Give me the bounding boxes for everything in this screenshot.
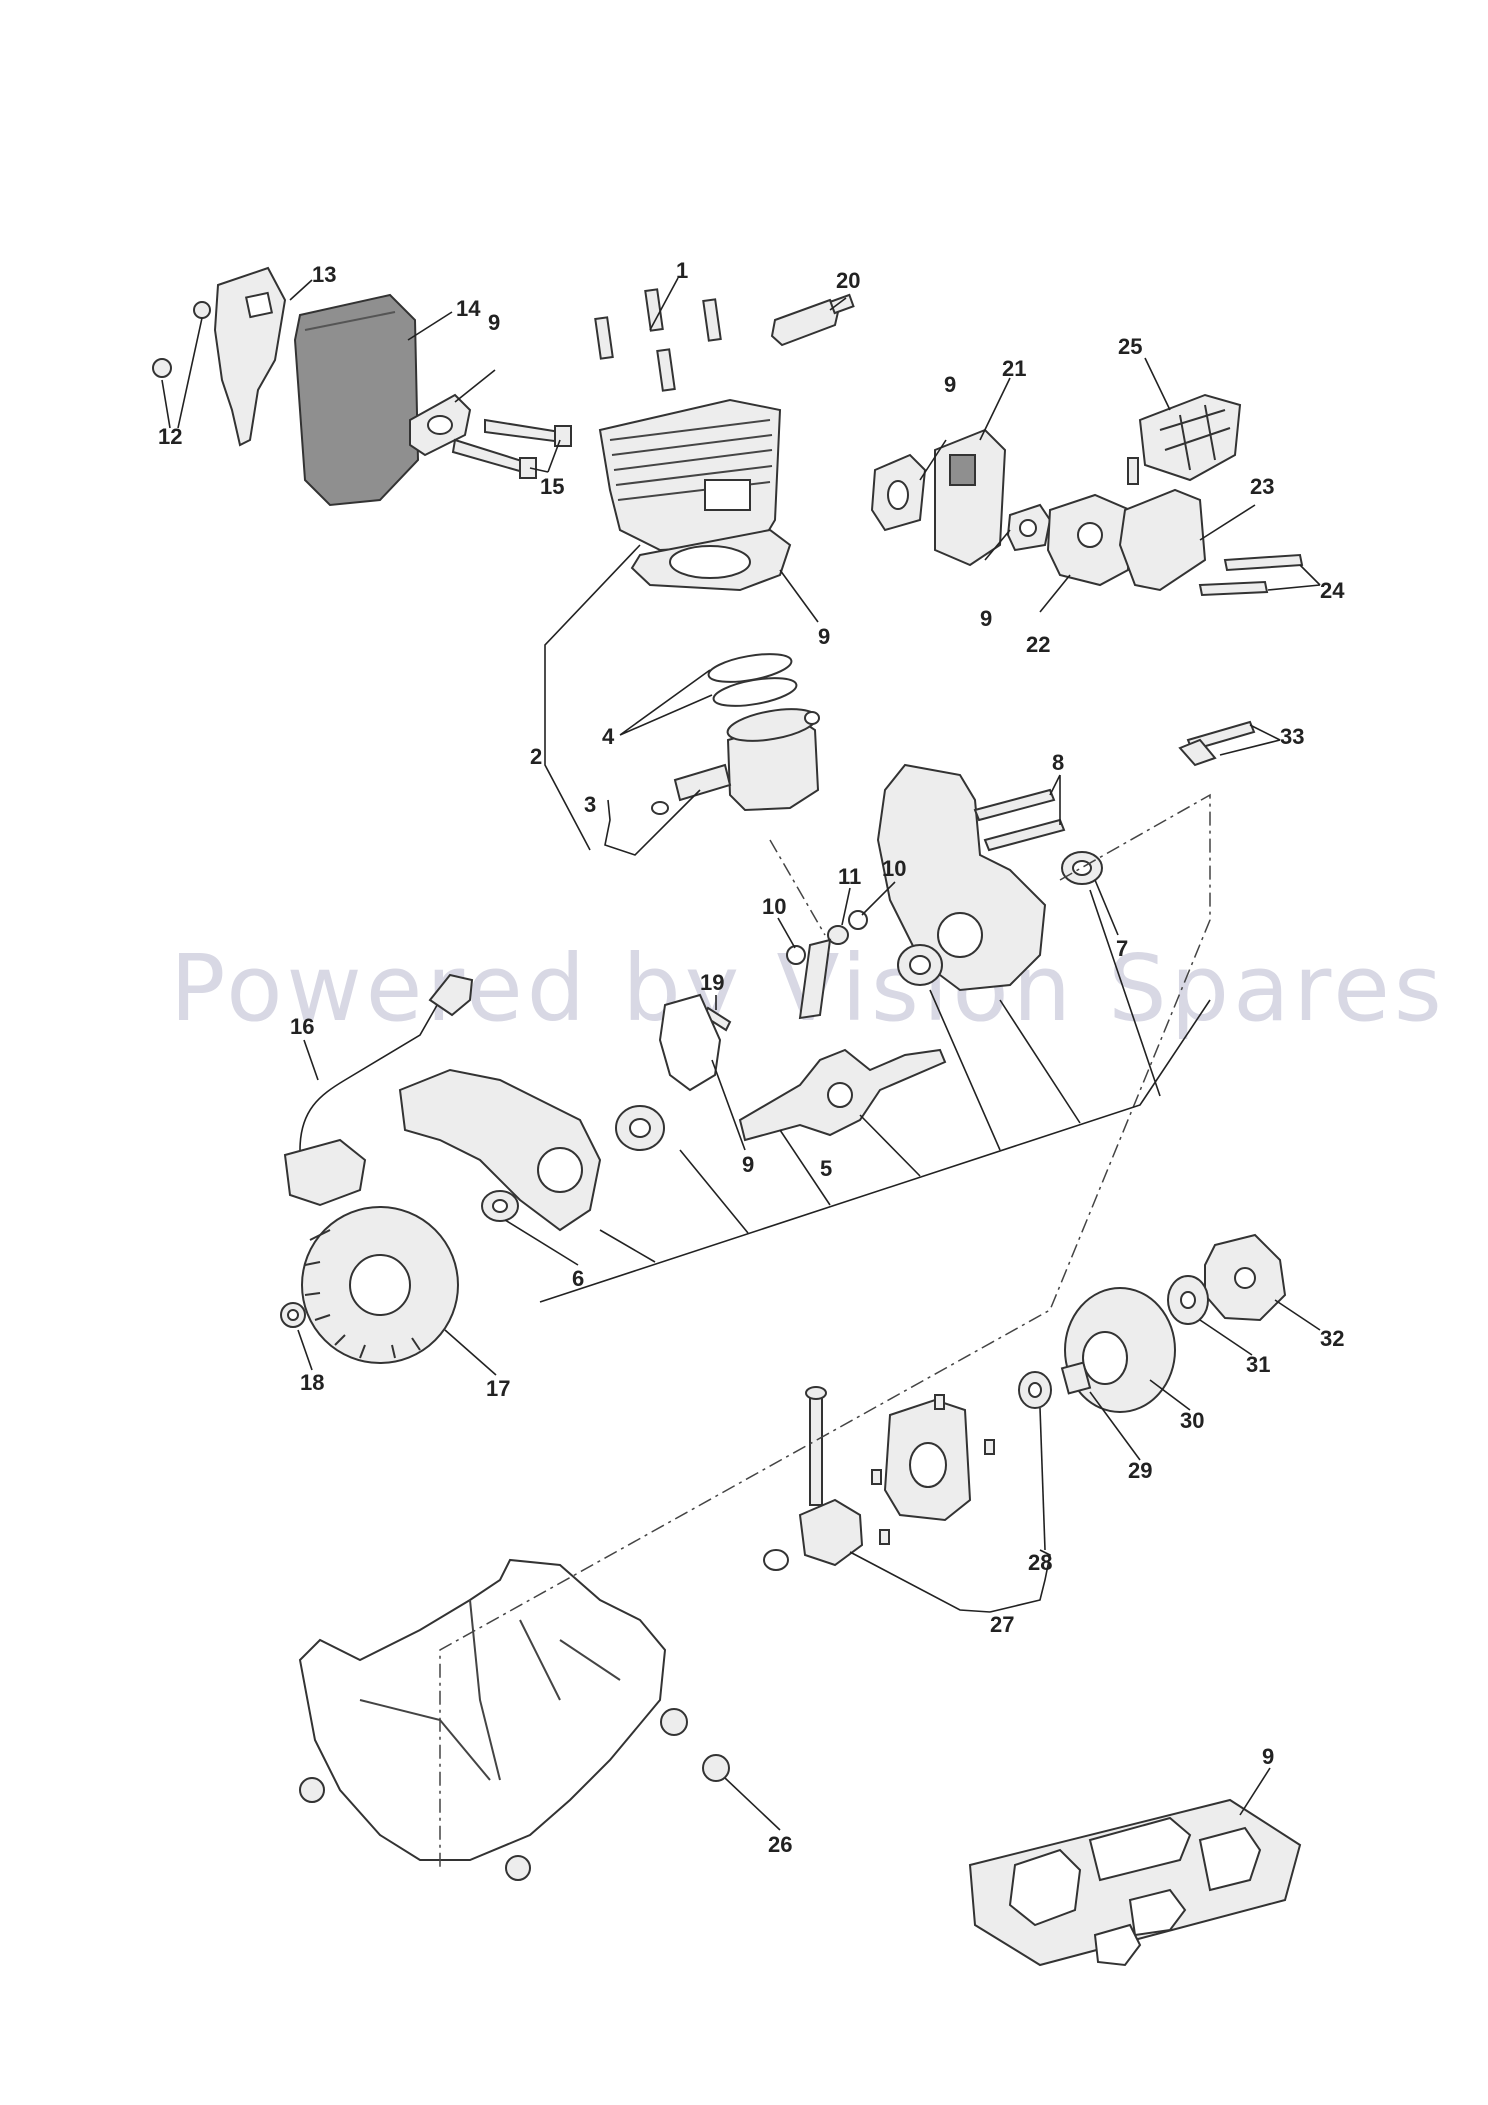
callout-24: 24 <box>1320 578 1345 603</box>
bearing-left <box>615 1105 665 1151</box>
ignition-coil-16 <box>283 973 474 1207</box>
leader-lines <box>161 277 1321 1831</box>
callout-9-carb-top: 9 <box>944 372 956 397</box>
callout-21: 21 <box>1002 356 1026 381</box>
piston-pin <box>673 763 732 802</box>
callout-6: 6 <box>572 1266 584 1291</box>
cylinder-gasket <box>630 528 792 592</box>
drive-washer-28 <box>1018 1371 1052 1409</box>
bearing-right <box>897 944 943 986</box>
callout-2: 2 <box>530 744 542 769</box>
assembly-lines <box>439 793 1211 1870</box>
callout-28: 28 <box>1028 1550 1052 1575</box>
callout-9-crankcase: 9 <box>742 1152 754 1177</box>
callout-labels: 1 20 13 14 9 12 15 9 9 21 25 23 24 9 22 … <box>158 258 1345 1857</box>
oil-pump-27 <box>798 1386 864 1567</box>
callout-27: 27 <box>990 1612 1014 1637</box>
carb-bolts-24 <box>1198 553 1304 597</box>
callout-9-carb-bottom: 9 <box>980 606 992 631</box>
callout-22: 22 <box>1026 632 1050 657</box>
callout-20: 20 <box>836 268 860 293</box>
callout-9-gasket-set: 9 <box>1262 1744 1274 1769</box>
crankshaft <box>738 1048 947 1142</box>
callout-17: 17 <box>486 1376 510 1401</box>
clutch-32 <box>1204 1233 1287 1322</box>
callout-33: 33 <box>1280 724 1304 749</box>
needle-bearing-29 <box>1060 1361 1092 1395</box>
muffler-bracket <box>213 266 287 447</box>
intake-manifold-21 <box>934 428 1007 567</box>
callout-4: 4 <box>602 724 615 749</box>
housing-screws <box>299 1708 730 1881</box>
oil-pump-screws <box>871 1394 995 1545</box>
oil-seal-7 <box>1061 851 1103 885</box>
callout-10-left: 10 <box>762 894 786 919</box>
callout-7: 7 <box>1116 936 1128 961</box>
studs-8 <box>973 788 1066 852</box>
oil-pump-washer <box>763 1549 789 1571</box>
nut-12 <box>152 301 211 378</box>
callout-23: 23 <box>1250 474 1274 499</box>
clutch-drum-30 <box>1064 1287 1176 1413</box>
screw-25a <box>1127 457 1139 485</box>
callout-10-right: 10 <box>882 856 906 881</box>
callout-14: 14 <box>456 296 481 321</box>
piston-rings-4 <box>707 653 798 707</box>
crankcase-gasket <box>658 993 722 1092</box>
muffler-bolts-15 <box>451 418 572 479</box>
circlips <box>651 711 820 815</box>
callout-9-cylinder: 9 <box>818 624 830 649</box>
callout-32: 32 <box>1320 1326 1344 1351</box>
air-filter-housing-23 <box>1118 488 1207 592</box>
carb-insulator <box>1006 503 1052 552</box>
callout-16: 16 <box>290 1014 314 1039</box>
callout-19: 19 <box>700 970 724 995</box>
gasket-set-9 <box>968 1798 1302 1967</box>
flywheel-nut-18 <box>280 1302 306 1328</box>
callout-1: 1 <box>676 258 688 283</box>
callout-13: 13 <box>312 262 336 287</box>
callout-8: 8 <box>1052 750 1064 775</box>
oil-pump-plate <box>883 1398 972 1522</box>
crankcase-left <box>398 1068 602 1232</box>
cylinder-bolts-1 <box>594 288 722 392</box>
connecting-rod <box>798 938 832 1020</box>
callout-30: 30 <box>1180 1408 1204 1433</box>
main-housing <box>298 1558 667 1861</box>
callout-26: 26 <box>768 1832 792 1857</box>
crankcase-right <box>876 763 1047 992</box>
callout-11: 11 <box>838 864 861 889</box>
callout-31: 31 <box>1246 1352 1270 1377</box>
carburetor-22 <box>1046 493 1132 587</box>
air-filter-25 <box>1138 393 1242 482</box>
callout-15: 15 <box>540 474 564 499</box>
callout-5: 5 <box>820 1156 832 1181</box>
callout-25: 25 <box>1118 334 1142 359</box>
oil-seal-6 <box>481 1190 519 1222</box>
muffler <box>293 293 420 507</box>
callout-12: 12 <box>158 424 182 449</box>
cylinder <box>598 398 782 552</box>
callout-29: 29 <box>1128 1458 1152 1483</box>
flywheel-17 <box>301 1206 459 1364</box>
washer-31 <box>1167 1275 1209 1325</box>
piston <box>726 708 820 812</box>
needle-bearing-11 <box>827 925 849 945</box>
callout-9-muffler: 9 <box>488 310 500 335</box>
carb-gasket <box>870 453 927 532</box>
bolt-33 <box>1178 720 1256 767</box>
callout-3: 3 <box>584 792 596 817</box>
callout-18: 18 <box>300 1370 324 1395</box>
